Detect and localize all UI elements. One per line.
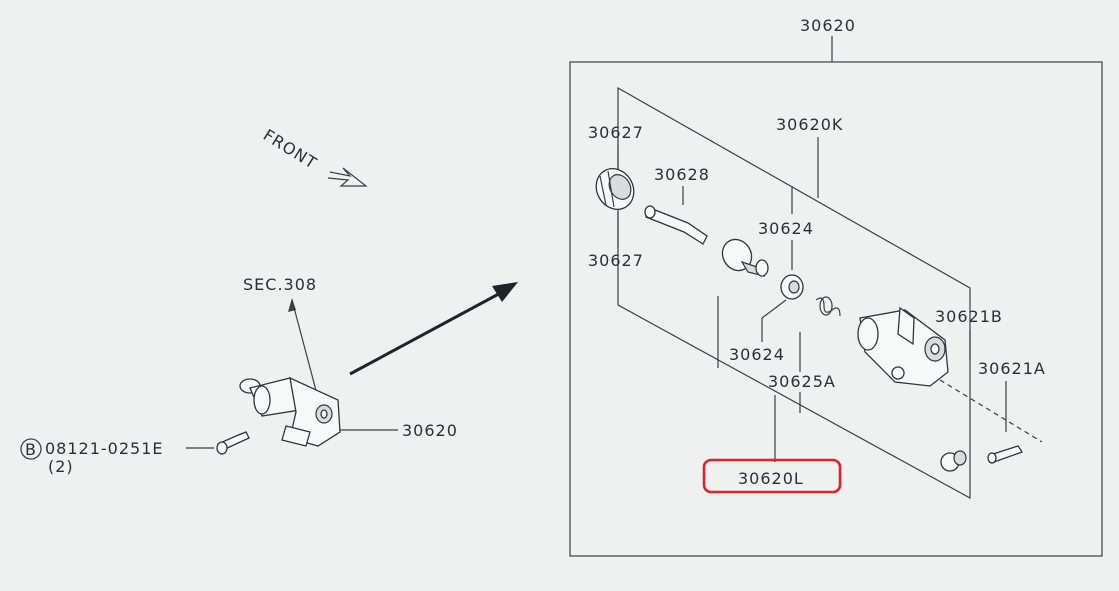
arrowhead-sec-308: [288, 298, 296, 312]
label-sec-308: SEC.308: [243, 275, 317, 294]
spring-part-30625a: [815, 296, 841, 317]
label-30628: 30628: [654, 165, 710, 184]
highlight-box-30620l: [702, 458, 842, 494]
label-30627-upper: 30627: [588, 123, 644, 142]
bolt-marker-circle: [20, 438, 42, 460]
boot-part-30627: [595, 168, 635, 210]
label-30624-lower: 30624: [729, 345, 785, 364]
label-30621a: 30621A: [978, 359, 1046, 378]
installed-cylinder: [239, 376, 341, 447]
label-30620k: 30620K: [776, 115, 843, 134]
label-30625a: 30625A: [768, 372, 836, 391]
seal-part-30624: [780, 274, 804, 300]
label-30621b: 30621B: [935, 307, 1003, 326]
bleeder-cap-part: [940, 450, 967, 472]
bleeder-screw-part-30621a: [987, 445, 1024, 464]
front-arrow-icon: [327, 167, 368, 187]
projection-dashed-line: [939, 379, 1043, 443]
label-30620-top: 30620: [800, 16, 856, 35]
leader-30624-lower-link: [761, 299, 787, 319]
label-30627-lower: 30627: [588, 251, 644, 270]
label-30620l: 30620L: [738, 469, 804, 488]
label-bolt-qty: (2): [48, 457, 74, 476]
piston-part-30624: [721, 238, 769, 277]
pointer-arrow-head: [492, 282, 518, 302]
pushrod-part-30628: [644, 205, 708, 245]
label-30620-side: 30620: [402, 421, 458, 440]
bolt-icon: [216, 431, 250, 455]
cylinder-body-part-30621b: [857, 306, 949, 387]
pointer-arrow: [349, 288, 507, 376]
exploded-view-frame: [569, 61, 1103, 557]
bolt-marker-letter: B: [25, 440, 37, 459]
front-label: FRONT: [260, 125, 321, 173]
label-30624-upper: 30624: [758, 219, 814, 238]
leader-sec-308: [291, 299, 319, 399]
label-bolt-part: 08121-0251E: [45, 439, 164, 458]
